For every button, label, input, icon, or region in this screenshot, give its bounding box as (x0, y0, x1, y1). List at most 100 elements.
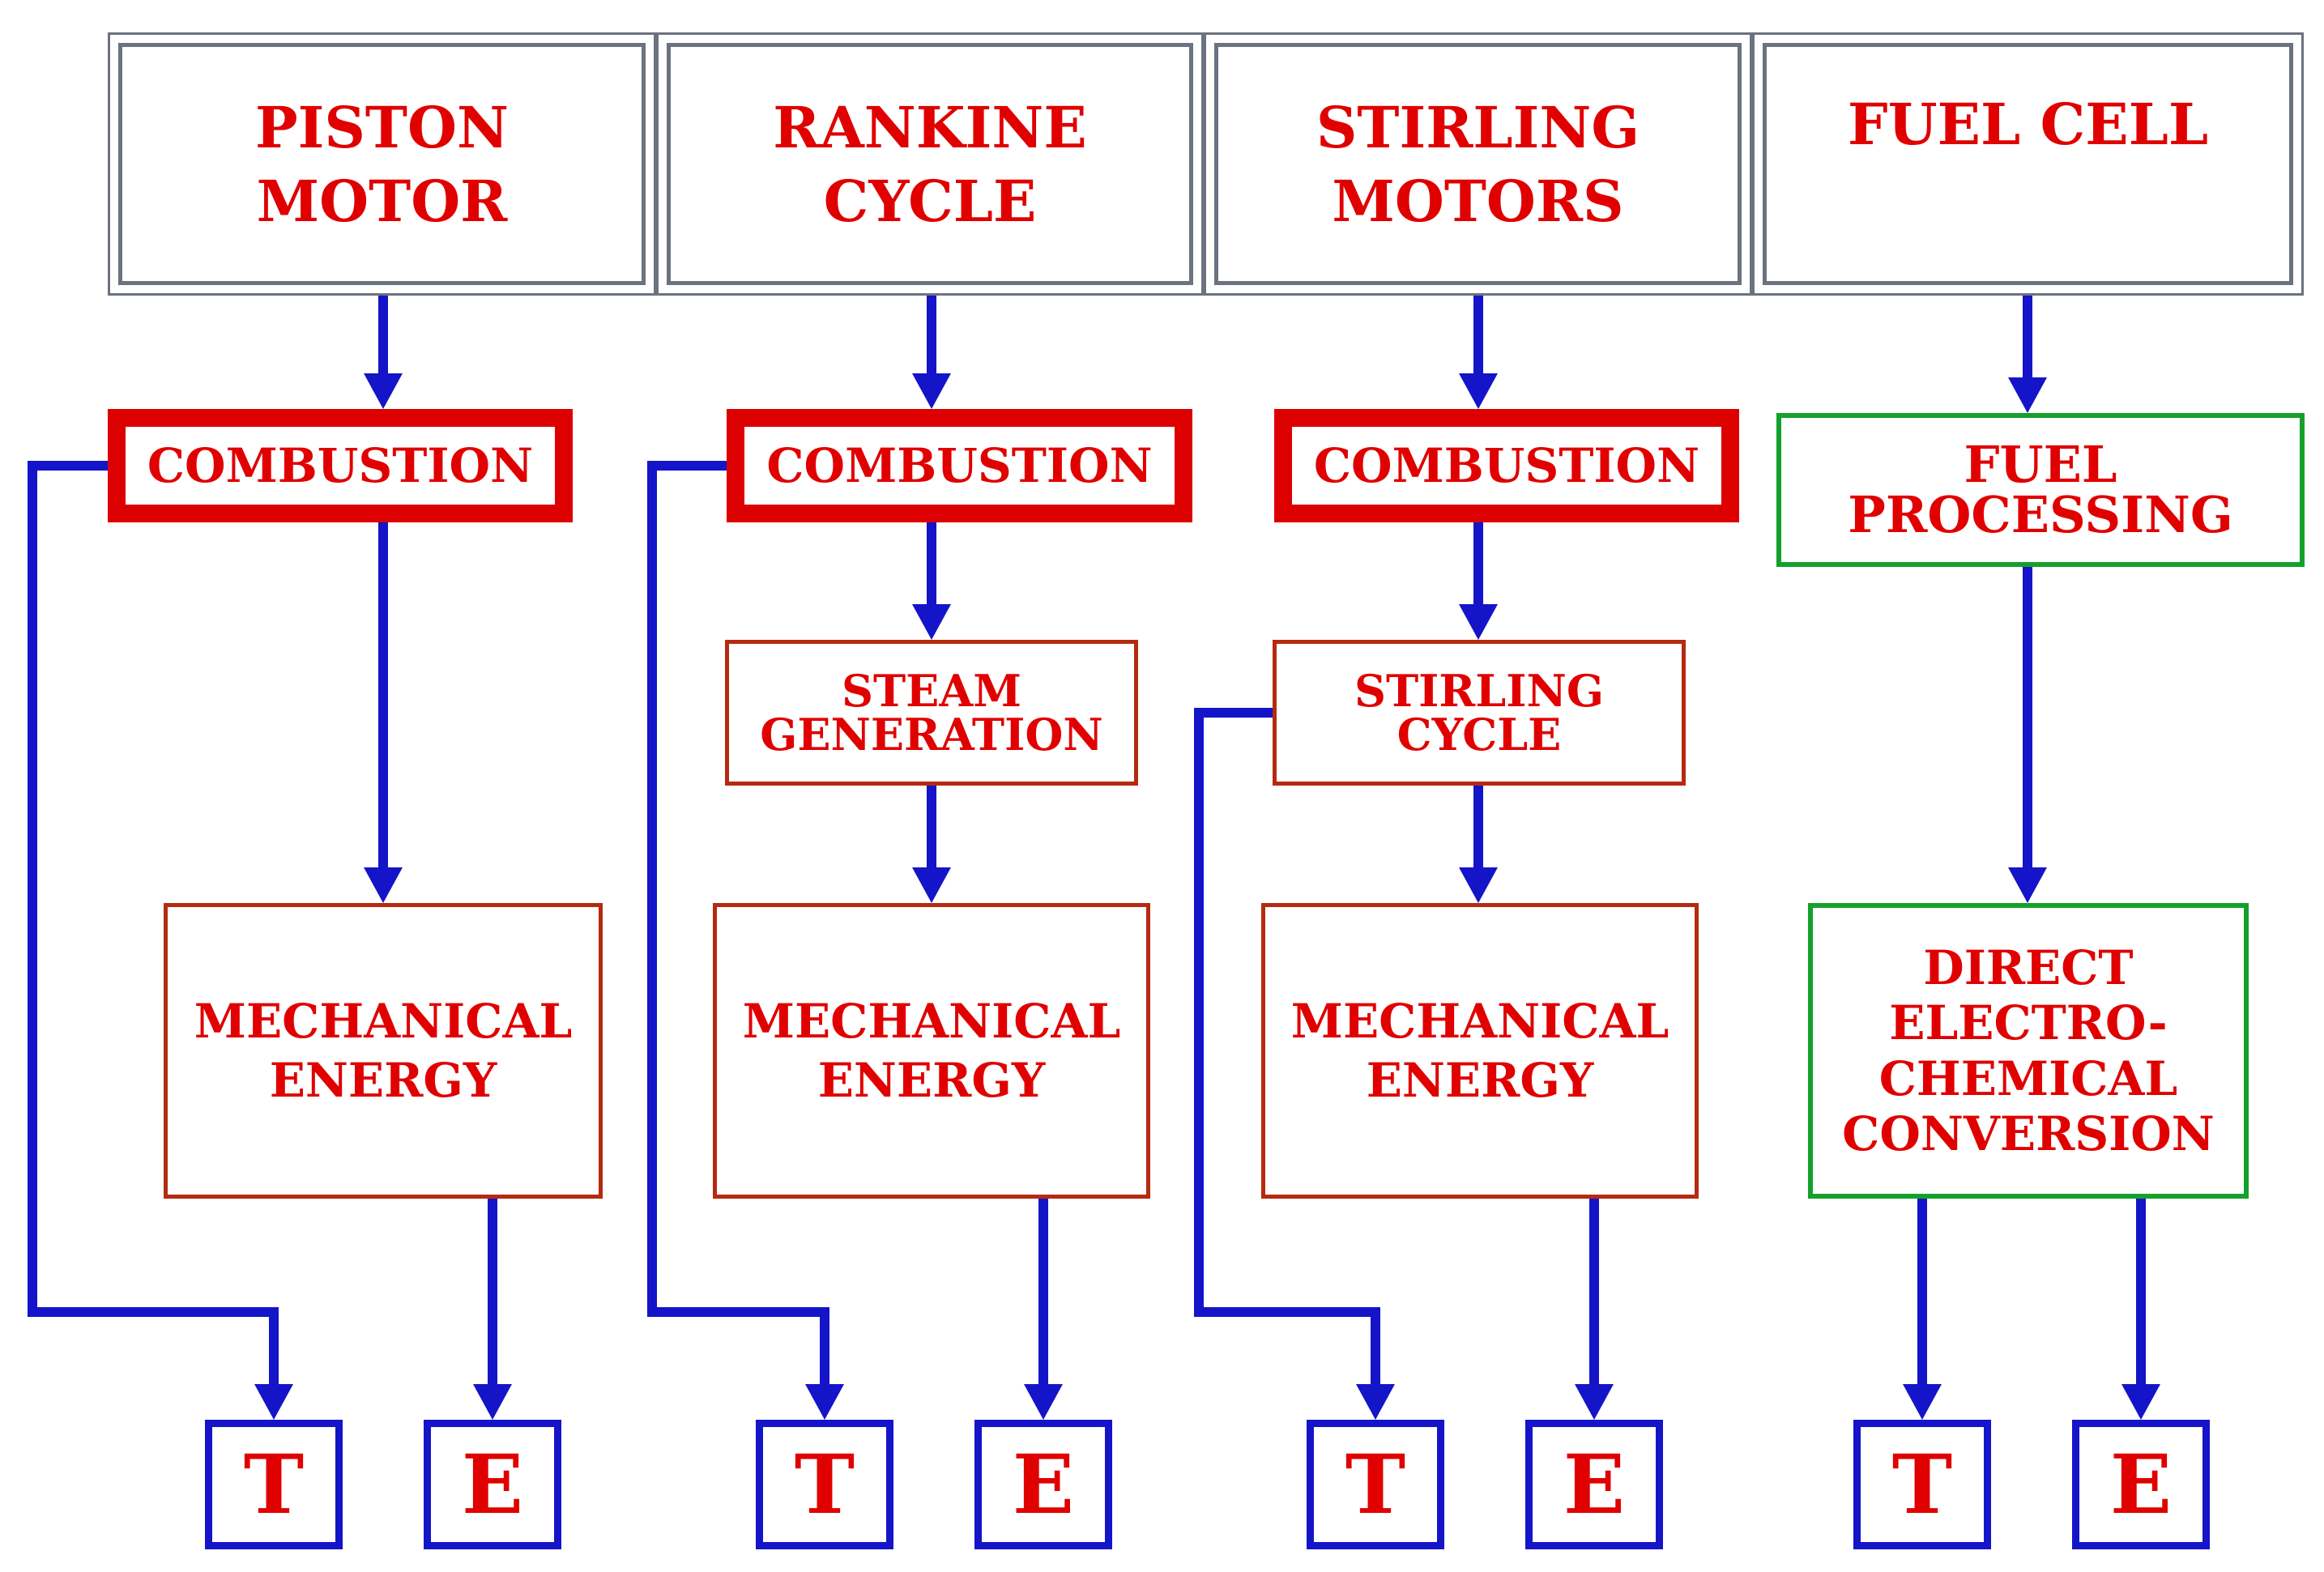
arrow-combustion-to-stirling (1459, 522, 1498, 640)
arrow-head (473, 1384, 512, 1420)
fuel-processing-box: FUEL PROCESSING (1776, 413, 2305, 567)
arrow-stirling-to-mechanical (1459, 786, 1498, 903)
arrow-mechanical-to-electric (473, 1199, 512, 1420)
combustion-label: COMBUSTION (1313, 438, 1700, 493)
header-line: PISTON (255, 93, 509, 161)
combustion-box-piston: COMBUSTION (108, 409, 573, 522)
arrow-head (912, 867, 951, 903)
terminal-letter: E (2109, 1437, 2173, 1532)
terminal-letter: T (1345, 1437, 1406, 1532)
mechanical-energy-box-rankine: MECHANICAL ENERGY (713, 903, 1150, 1199)
arrow-combustion-to-steam (912, 522, 951, 640)
terminal-letter: T (1891, 1437, 1953, 1532)
header-label-piston-motor: PISTON MOTOR (118, 43, 646, 285)
header-rankine-cycle: RANKINE CYCLE (656, 32, 1204, 296)
header-line: MOTORS (1332, 167, 1624, 235)
combustion-box-rankine: COMBUSTION (727, 409, 1192, 522)
mechanical-energy-line: ENERGY (1366, 1052, 1594, 1108)
header-label-rankine-cycle: RANKINE CYCLE (667, 43, 1193, 285)
arrow-fuel-processing-to-conversion (2008, 567, 2047, 903)
arrow-mechanical-to-electric (1575, 1199, 1614, 1420)
arrow-head (254, 1384, 293, 1420)
arrow-head (2008, 867, 2047, 903)
arrow-head (364, 373, 403, 409)
direct-electrochemical-conversion-box: DIRECT ELECTRO- CHEMICAL CONVERSION (1808, 903, 2249, 1199)
header-line: STIRLING (1316, 93, 1640, 161)
arrow-mechanical-to-electric (1024, 1199, 1063, 1420)
header-line: RANKINE (773, 93, 1087, 161)
header-fuel-cell: FUEL CELL (1752, 32, 2304, 296)
conversion-line: DIRECT (1923, 939, 2134, 995)
steam-generation-line: STEAM (841, 665, 1021, 717)
header-piston-motor: PISTON MOTOR (108, 32, 656, 296)
electric-terminal-fuel-cell: E (2072, 1420, 2210, 1549)
terminal-letter: T (794, 1437, 855, 1532)
stirling-cycle-line: STIRLING (1354, 665, 1605, 717)
thermal-terminal-fuel-cell: T (1853, 1420, 1991, 1549)
thermal-terminal-stirling: T (1307, 1420, 1444, 1549)
arrow-head (1459, 373, 1498, 409)
arrow-header-to-combustion (364, 296, 403, 409)
arrow-combustion-to-thermal (647, 461, 844, 1420)
stirling-cycle-line: CYCLE (1397, 709, 1562, 760)
fuel-processing-line: FUEL (1964, 435, 2117, 494)
mechanical-energy-line: MECHANICAL (742, 994, 1121, 1049)
conversion-line: CHEMICAL (1878, 1050, 2178, 1106)
arrow-head (1459, 867, 1498, 903)
conversion-line: ELECTRO- (1889, 995, 2168, 1051)
terminal-letter: T (243, 1437, 305, 1532)
arrow-head (1903, 1384, 1942, 1420)
mechanical-energy-line: ENERGY (817, 1052, 1046, 1108)
mechanical-energy-box-stirling: MECHANICAL ENERGY (1261, 903, 1699, 1199)
combustion-label: COMBUSTION (147, 438, 534, 493)
terminal-letter: E (1012, 1437, 1075, 1532)
mechanical-energy-line: MECHANICAL (194, 994, 573, 1049)
arrow-head (1356, 1384, 1395, 1420)
header-line: MOTOR (256, 167, 508, 235)
mechanical-energy-box-piston: MECHANICAL ENERGY (164, 903, 603, 1199)
arrow-line (647, 461, 829, 1387)
arrow-head (805, 1384, 844, 1420)
arrow-head (364, 867, 403, 903)
header-stirling-motors: STIRLING MOTORS (1204, 32, 1752, 296)
electric-terminal-rankine: E (974, 1420, 1112, 1549)
header-line: FUEL CELL (1847, 91, 2209, 158)
mechanical-energy-line: ENERGY (269, 1052, 497, 1108)
arrow-head (1459, 604, 1498, 640)
arrow-head (1024, 1384, 1063, 1420)
conversion-line: CONVERSION (1842, 1106, 2215, 1161)
thermal-terminal-rankine: T (756, 1420, 893, 1549)
electric-terminal-piston: E (424, 1420, 561, 1549)
combustion-box-stirling: COMBUSTION (1274, 409, 1739, 522)
header-label-stirling-motors: STIRLING MOTORS (1214, 43, 1742, 285)
arrow-conversion-to-electric (2121, 1199, 2160, 1420)
steam-generation-box: STEAM GENERATION (725, 640, 1138, 786)
mechanical-energy-line: MECHANICAL (1290, 994, 1669, 1049)
arrow-combustion-to-thermal (28, 461, 293, 1420)
arrow-line (28, 461, 279, 1387)
thermal-terminal-piston: T (205, 1420, 343, 1549)
arrow-head (912, 373, 951, 409)
steam-generation-line: GENERATION (760, 709, 1103, 760)
arrow-stirling-to-thermal (1194, 708, 1395, 1420)
arrow-conversion-to-thermal (1903, 1199, 1942, 1420)
arrow-header-to-combustion (1459, 296, 1498, 409)
fuel-processing-line: PROCESSING (1848, 485, 2233, 544)
arrow-line (1194, 708, 1380, 1387)
arrow-head (2008, 377, 2047, 413)
arrow-header-to-combustion (912, 296, 951, 409)
arrow-head (2121, 1384, 2160, 1420)
terminal-letter: E (1563, 1437, 1626, 1532)
electric-terminal-stirling: E (1525, 1420, 1663, 1549)
terminal-letter: E (461, 1437, 524, 1532)
combustion-label: COMBUSTION (766, 438, 1153, 493)
arrow-header-to-fuel-processing (2008, 296, 2047, 413)
header-line: CYCLE (823, 167, 1037, 235)
header-label-fuel-cell: FUEL CELL (1763, 43, 2293, 285)
arrow-head (1575, 1384, 1614, 1420)
arrow-head (912, 604, 951, 640)
arrow-combustion-to-mechanical (364, 522, 403, 903)
arrow-steam-to-mechanical (912, 786, 951, 903)
